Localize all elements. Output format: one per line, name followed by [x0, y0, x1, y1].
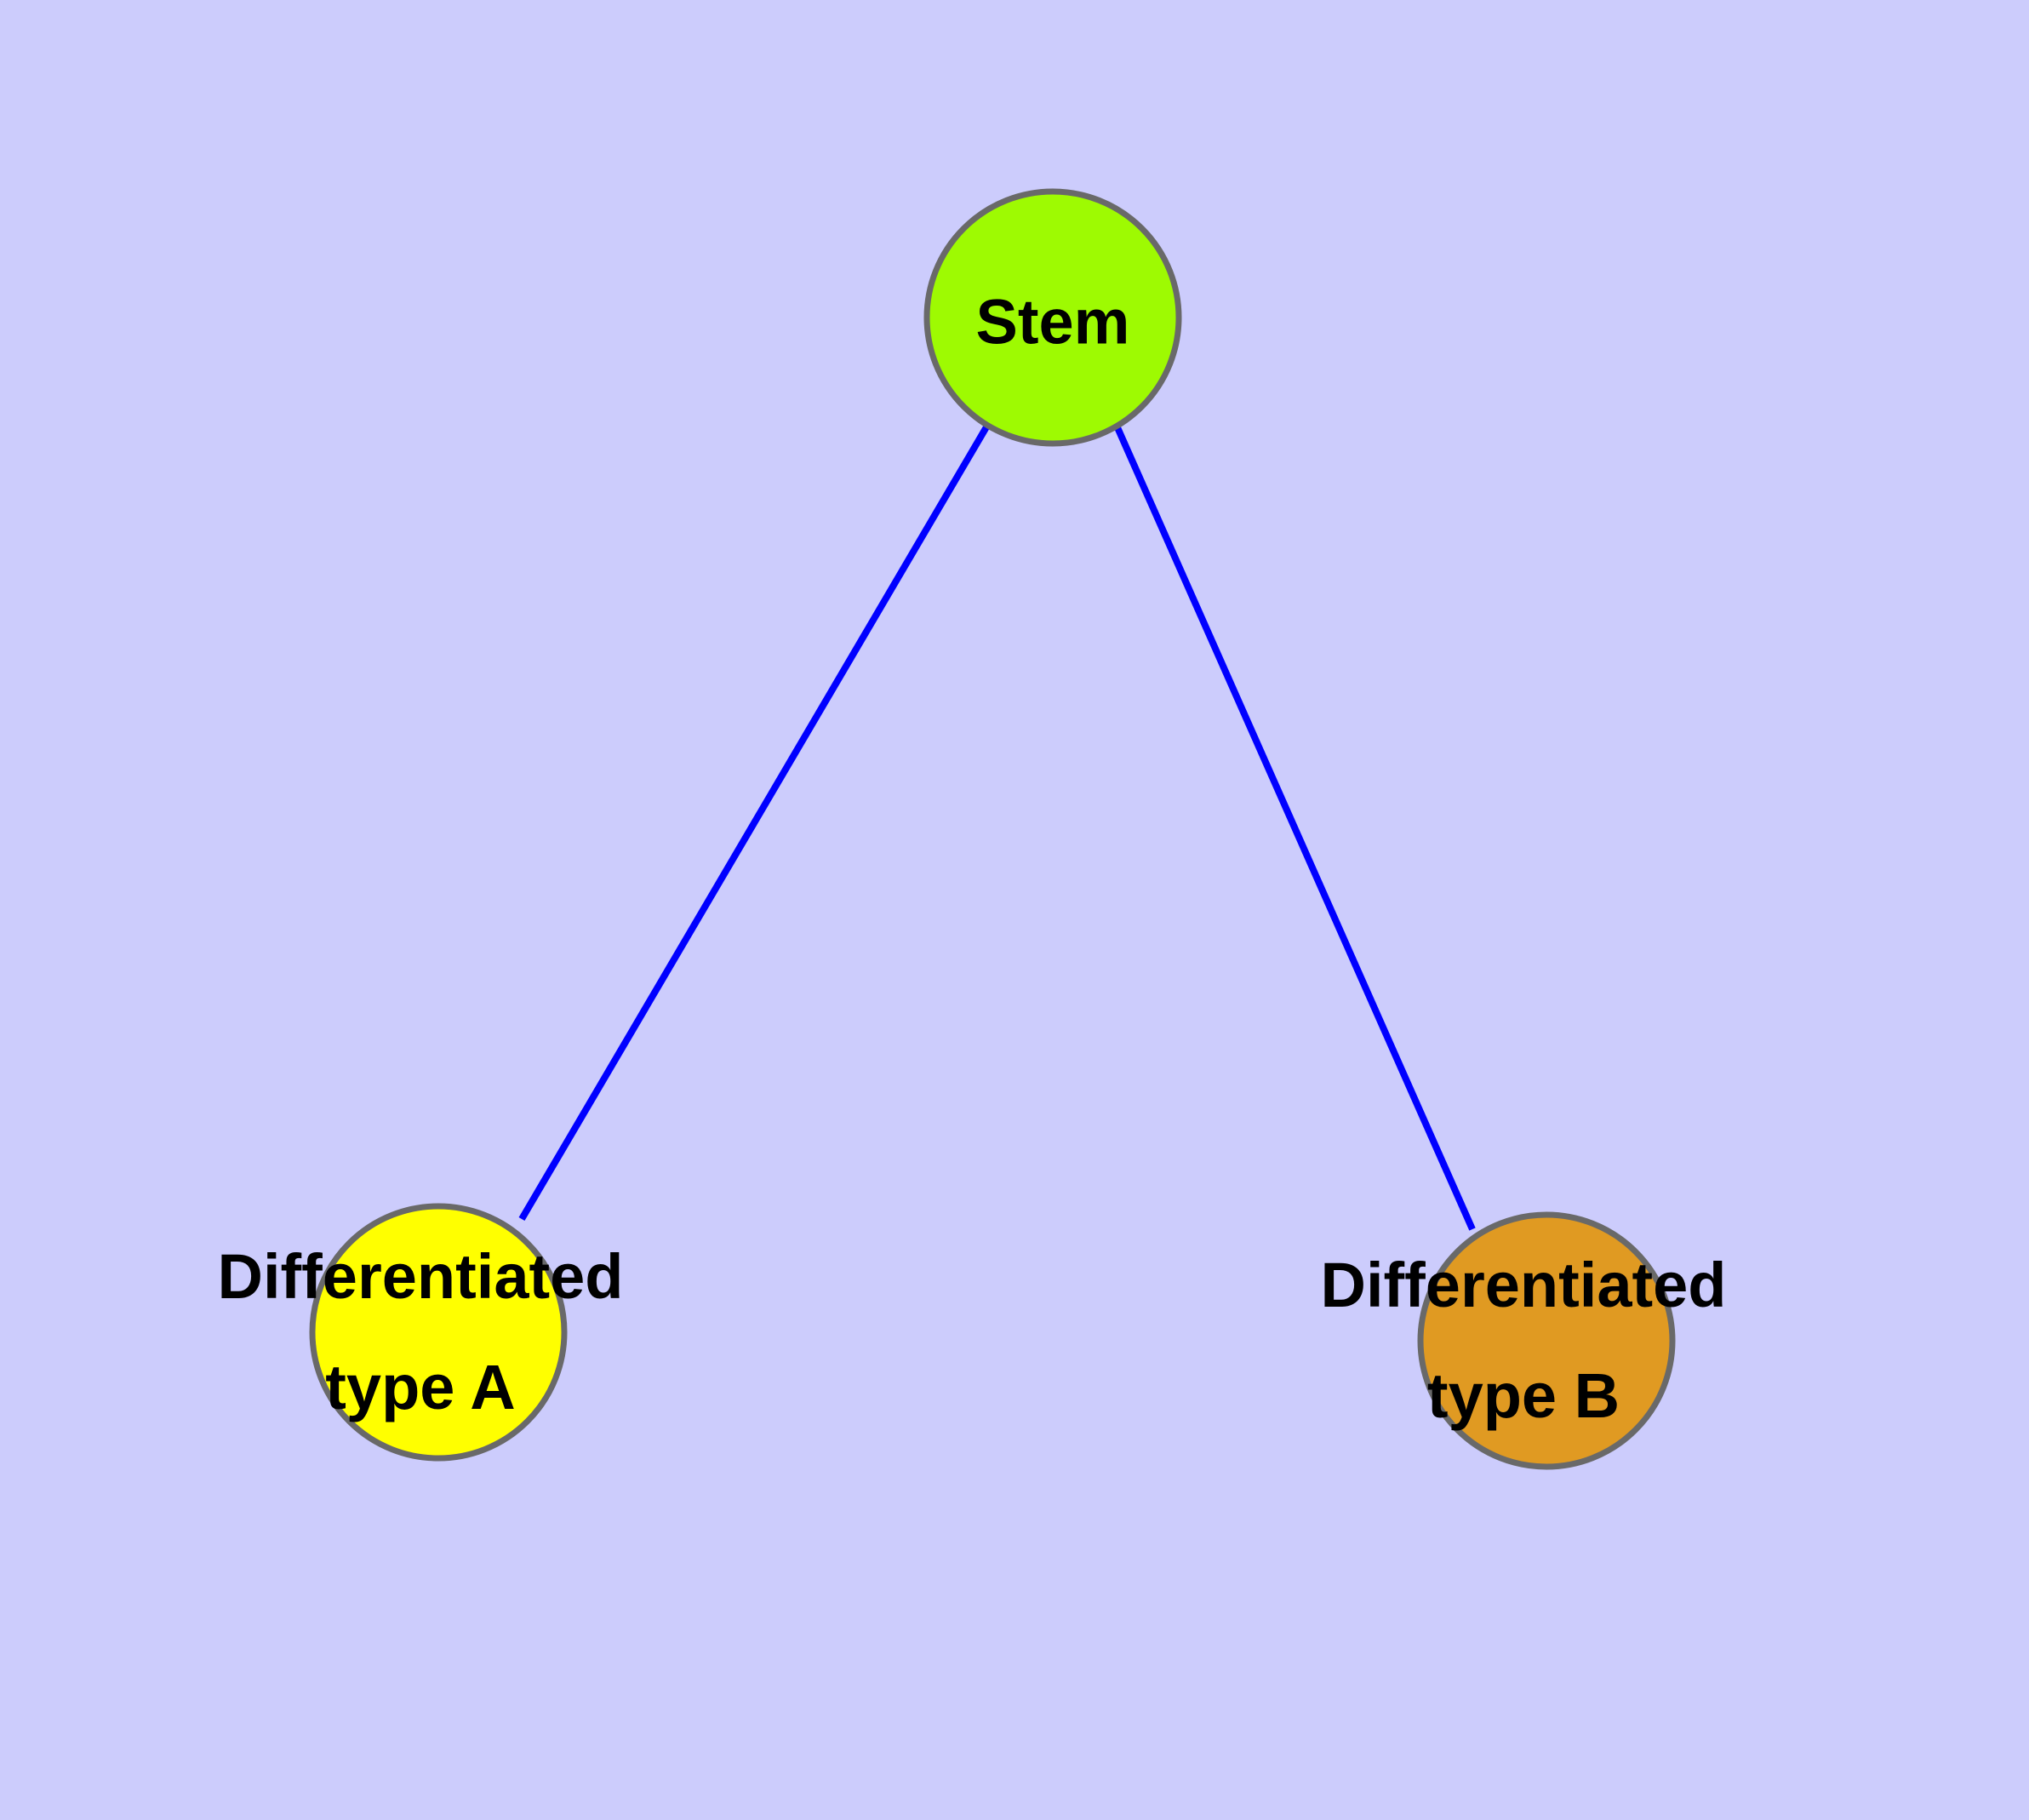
edge-layer	[518, 423, 1476, 1231]
edge-stem-to-differentiated-type-b[interactable]	[1113, 424, 1476, 1231]
label-layer: Stem Differentiated type A Differentiate…	[218, 287, 1727, 1431]
node-layer	[309, 188, 1676, 1470]
node-label-differentiated-type-a-line2: type A	[325, 1352, 515, 1422]
node-label-stem: Stem	[976, 287, 1130, 358]
node-label-differentiated-type-b-line1: Differentiated	[1321, 1250, 1727, 1320]
node-circle-differentiated-type-b[interactable]	[1417, 1211, 1676, 1470]
edge-stem-to-differentiated-type-a[interactable]	[518, 423, 991, 1222]
node-circle-stem[interactable]	[923, 188, 1182, 447]
node-label-differentiated-type-b-line2: type B	[1427, 1360, 1620, 1431]
node-label-differentiated-type-a-line1: Differentiated	[218, 1241, 624, 1312]
node-circle-differentiated-type-a[interactable]	[309, 1203, 568, 1462]
